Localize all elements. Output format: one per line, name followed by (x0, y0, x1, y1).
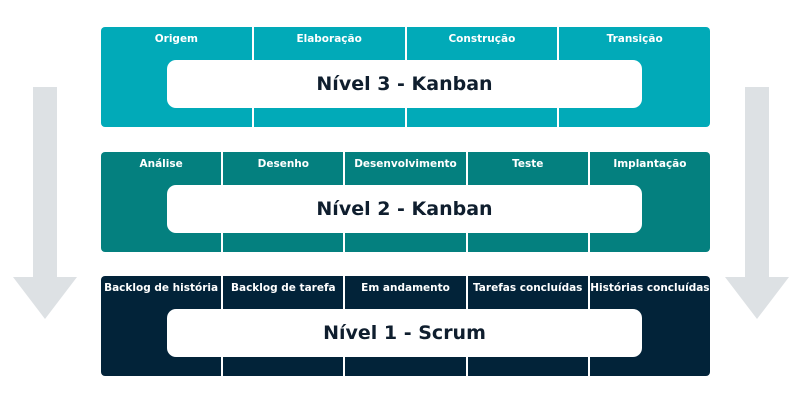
down-arrow-left-shape (13, 87, 77, 319)
level-3-title: Nível 3 - Kanban (167, 60, 642, 108)
down-arrow-right-icon (725, 87, 789, 319)
level-3-block: Origem Elaboração Construção Transição N… (101, 27, 710, 127)
down-arrow-left-icon (13, 87, 77, 319)
level-1-title: Nível 1 - Scrum (167, 309, 642, 357)
level-1-block: Backlog de história Backlog de tarefa Em… (101, 276, 710, 376)
level-2-block: Análise Desenho Desenvolvimento Teste Im… (101, 152, 710, 252)
down-arrow-right-shape (725, 87, 789, 319)
level-2-title: Nível 2 - Kanban (167, 185, 642, 233)
